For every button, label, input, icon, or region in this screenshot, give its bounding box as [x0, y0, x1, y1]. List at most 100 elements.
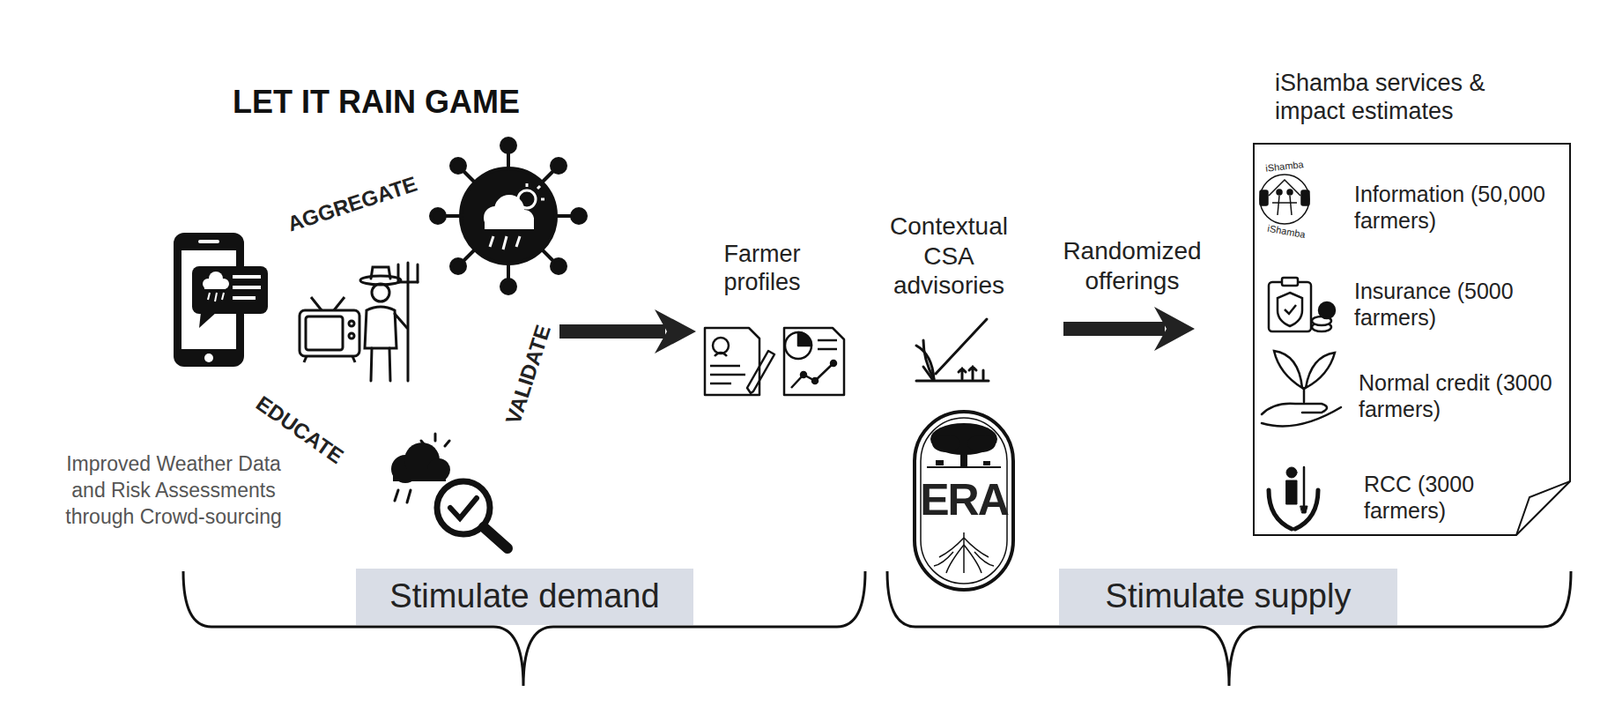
description-note: Improved Weather Data and Risk Assessmen… [54, 451, 293, 531]
insurance-icon-part [1318, 302, 1335, 319]
tv-icon-part [311, 296, 322, 311]
validation-icon-part [392, 468, 446, 482]
tv-icon-part [333, 296, 345, 311]
rcc-icon-part [1295, 489, 1319, 529]
validation-icon-part [483, 526, 508, 549]
services-document: iShamba services & impact estimatesInfor… [1252, 142, 1571, 536]
era-logo-part [960, 445, 968, 467]
phone-icon-part [199, 311, 217, 328]
profile-document-icon-part [714, 352, 727, 356]
flow-arrow-part [1154, 306, 1195, 351]
era-logo-part [920, 417, 1008, 584]
weather-network-icon-part [501, 138, 516, 153]
csa-plant-icon-part [923, 340, 934, 379]
csa-plant-icon [916, 318, 989, 381]
ishamba-logo-part [1259, 174, 1310, 224]
service-item: Normal credit (3000 farmers) [1358, 369, 1557, 423]
ishamba-logo-part [1272, 201, 1297, 204]
farmer-icon-part [371, 283, 390, 302]
ishamba-logo-part [1276, 189, 1282, 195]
era-logo-part [914, 411, 1014, 590]
logo-text: ERA [919, 473, 1008, 526]
weather-network-icon-part [430, 208, 445, 223]
tv-icon-part [348, 333, 355, 339]
stage-label: Farmer profiles [687, 239, 838, 297]
diagram-title: LET IT RAIN GAME [232, 82, 520, 121]
service-item: RCC (3000 farmers) [1363, 470, 1514, 524]
weather-network-icon-part [551, 259, 566, 274]
curly-bracket-part [183, 570, 866, 686]
stage-label: Contextual CSA advisories [874, 211, 1024, 301]
rcc-icon [1268, 466, 1319, 529]
farmer-icon [360, 262, 418, 381]
profile-document-icon-part [817, 339, 838, 342]
service-item: Insurance (5000 farmers) [1354, 277, 1553, 331]
insurance-icon-part [1281, 277, 1298, 286]
farmer-icon-part [370, 266, 391, 279]
weather-network-icon-part [501, 279, 516, 294]
ishamba-logo-part [1301, 190, 1310, 206]
csa-plant-icon-part [969, 366, 977, 379]
weather-network-icon-part [451, 259, 466, 274]
phone-icon-part [207, 292, 210, 300]
weather-network-icon-part [451, 158, 466, 173]
ishamba-logo-part [1287, 189, 1293, 195]
era-logo-part [967, 434, 996, 452]
weather-network-icon-part [540, 198, 545, 201]
csa-plant-icon-part [935, 318, 987, 374]
profile-document-icon-part [710, 382, 732, 386]
profile-document-icon-part [710, 364, 741, 368]
rcc-icon-part [1268, 489, 1292, 529]
validation-icon-part [407, 489, 411, 503]
curly-bracket-part [887, 570, 1571, 686]
weather-network-icon-part [516, 236, 520, 247]
era-logo-part [983, 460, 991, 466]
weather-network-icon-part [537, 185, 541, 189]
phone-icon-part [222, 292, 224, 300]
profile-document-icon-part [812, 377, 818, 384]
insurance-icon-part [1277, 292, 1303, 326]
flow-arrow-part [559, 324, 666, 339]
validation-icon-part [450, 497, 477, 519]
phone-icon [173, 232, 268, 367]
weather-network-icon-part [460, 168, 556, 264]
tv-icon-part [299, 310, 360, 356]
profile-document-icon-part [712, 337, 729, 354]
profile-document-icon-part [710, 373, 746, 377]
validation-icon-part [394, 489, 399, 501]
insurance-icon [1268, 277, 1335, 332]
step-label: AGGREGATE [284, 171, 421, 238]
tv-icon-part [305, 316, 343, 350]
phone-icon-part [204, 353, 214, 363]
rcc-icon-part [1286, 466, 1297, 478]
era-logo-part [935, 459, 944, 466]
document-fold [1516, 481, 1571, 535]
credit-icon-part [1305, 352, 1335, 388]
rcc-icon-part [1286, 480, 1297, 504]
flow-arrow [559, 309, 697, 354]
phone-icon-part [204, 282, 226, 289]
band-label: Stimulate demand [389, 576, 660, 617]
tv-icon-part [348, 320, 355, 326]
weather-network-icon-part [489, 236, 494, 247]
profile-document-icon-part [830, 360, 837, 366]
phone-icon-part [232, 296, 256, 300]
era-logo-part-part [963, 544, 982, 573]
era-logo-part [926, 466, 1001, 468]
logo-text: iShamba [1266, 222, 1306, 242]
farmer-icon-part [407, 281, 410, 381]
document-outline [1253, 143, 1571, 535]
weather-network-icon-part [571, 208, 586, 223]
insurance-icon-part [1284, 304, 1297, 314]
tv-icon [299, 296, 360, 363]
ishamba-logo-part [1259, 190, 1268, 206]
weather-network-icon-part [551, 158, 566, 173]
farmer-icon-part [407, 262, 410, 282]
profile-document-icon-part [704, 327, 760, 395]
tv-icon-part [303, 355, 307, 363]
profile-document-icon-part [747, 350, 775, 393]
insurance-icon-part [1268, 281, 1312, 332]
credit-icon-part [1261, 407, 1341, 426]
stimulus-band: Stimulate demand [355, 568, 694, 625]
